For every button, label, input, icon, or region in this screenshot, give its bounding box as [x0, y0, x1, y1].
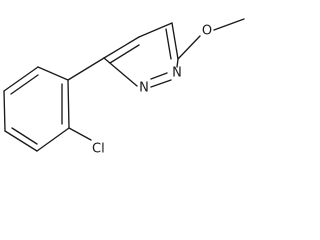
bond-o-ch3 [213, 18, 245, 31]
bond-ar-2-3-inner [10, 74, 39, 95]
bond-c3-c4 [103, 36, 140, 59]
bond-n1-n2-inner [150, 72, 168, 80]
atom-label-n2: N [139, 81, 149, 96]
structural-formula: N N O Cl [3, 18, 245, 157]
bond-ar-2-3 [3, 66, 39, 92]
bond-c4-c5 [138, 22, 173, 38]
atom-label-cl: Cl [92, 142, 105, 157]
bond-n1-n2 [150, 79, 172, 88]
bond-ar-3-4 [3, 90, 6, 132]
bond-ar-1-2 [37, 66, 69, 81]
atom-label-n1: N [172, 66, 182, 81]
bond-c5-c6-inner [165, 28, 172, 60]
bond-c3-c4-inner [109, 44, 140, 64]
bond-ar-6-1 [67, 79, 70, 129]
bond-c5-c6 [171, 22, 179, 60]
bond-ar-4-5-inner [11, 127, 38, 145]
bond-ar-5-6 [36, 127, 70, 152]
bond-c3-c1prime [67, 57, 105, 81]
atom-label-o: O [202, 24, 212, 39]
bond-ar-4-5 [4, 130, 38, 152]
bond-c2prime-cl [68, 127, 92, 141]
bond-c6-n1 [176, 58, 179, 68]
bond-n2-c3 [103, 57, 138, 87]
bond-c6-o [177, 35, 201, 60]
